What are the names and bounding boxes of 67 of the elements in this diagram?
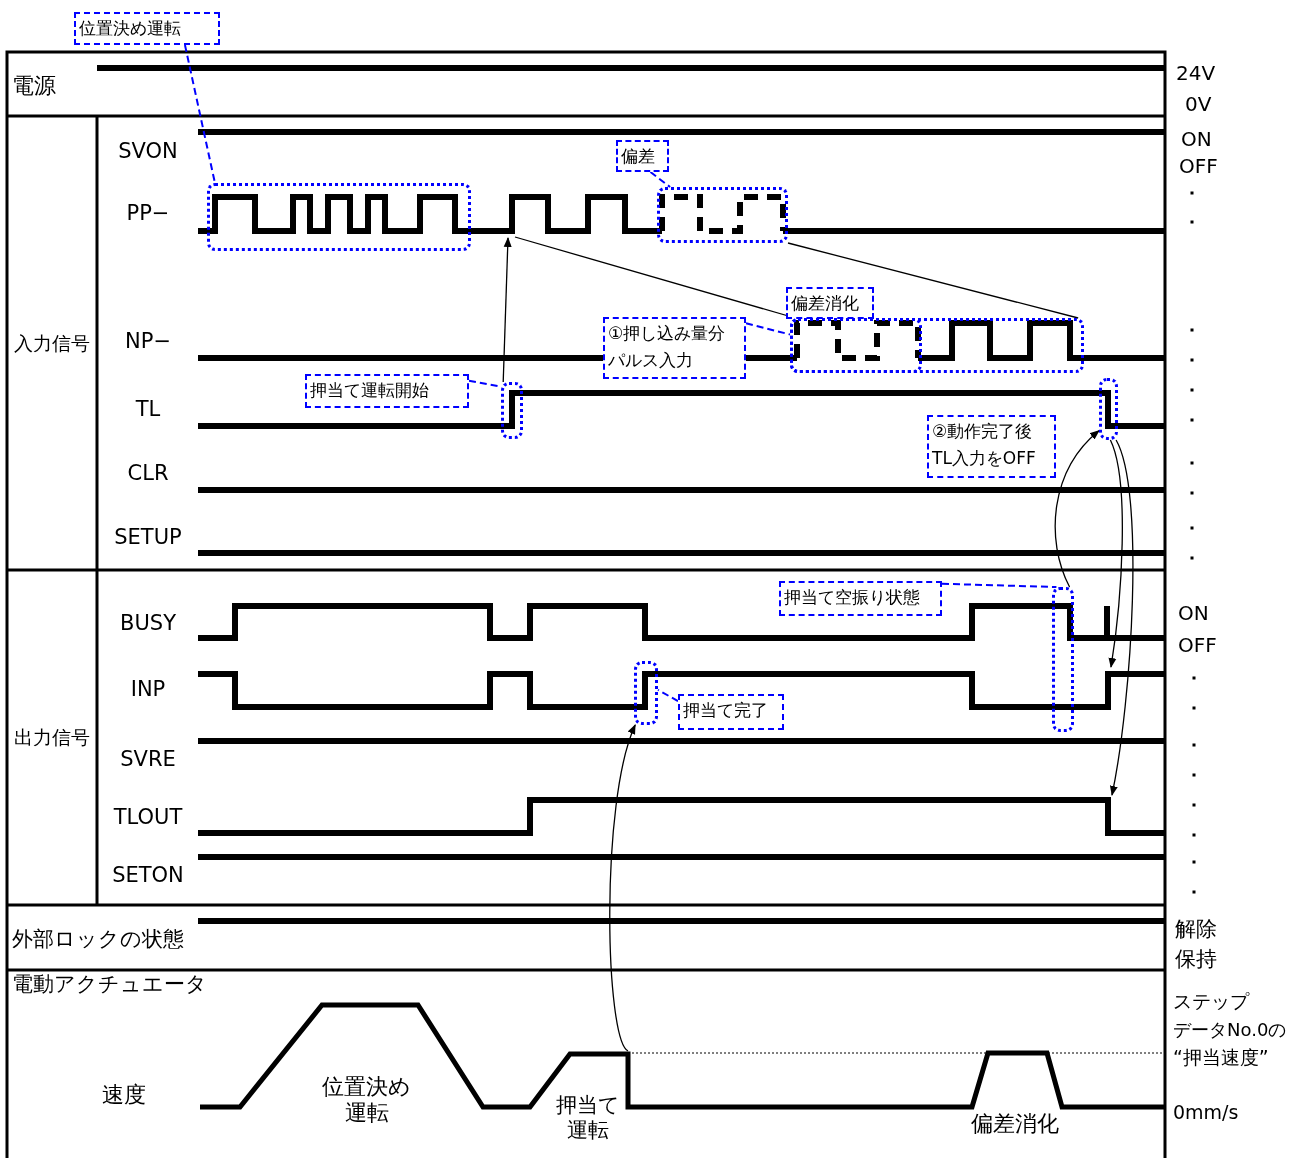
- phase-label: 偏差消化: [971, 1110, 1059, 1138]
- state-label: OFF: [1179, 154, 1218, 178]
- signal-name: NP−: [125, 329, 171, 355]
- arrow: [1109, 439, 1134, 796]
- signal-name: PP−: [126, 201, 170, 227]
- callout-text: 偏差消化: [791, 292, 860, 315]
- callout-text: ①押し込み量分パルス入力: [608, 322, 727, 373]
- group-label: 出力信号: [14, 725, 90, 749]
- leader-line: [745, 322, 791, 336]
- phase-label: 位置決め運転: [321, 1073, 413, 1127]
- leader-line: [657, 688, 679, 703]
- highlight-region: [657, 187, 788, 243]
- leader-line: [649, 171, 672, 188]
- arrow: [609, 724, 636, 1052]
- callout-text: ②動作完了後TL入力をOFF: [932, 420, 1037, 471]
- speed-note: ステップ: [1173, 989, 1249, 1013]
- highlight-region: [1052, 587, 1074, 732]
- callout-text: 押当て空振り状態: [784, 586, 921, 609]
- callout-box: [927, 415, 1056, 478]
- speed-note: データNo.0の: [1173, 1019, 1287, 1041]
- callout-box: [616, 140, 669, 172]
- callout-box: [678, 694, 784, 730]
- highlight-region: [1099, 378, 1118, 440]
- callout-text: 押当て完了: [683, 699, 769, 722]
- signal-name: SETUP: [114, 525, 182, 551]
- signal-name: SETON: [112, 863, 184, 889]
- group-label: 電源: [12, 72, 56, 100]
- highlight-region: [790, 318, 1084, 373]
- highlight-region: [634, 661, 658, 725]
- group-label: 外部ロックの状態: [12, 927, 184, 953]
- voltage-label: 24V: [1176, 61, 1216, 85]
- state-label: 解除: [1175, 917, 1217, 943]
- signal-name: TL: [135, 397, 161, 423]
- arrow: [1108, 439, 1123, 668]
- speed-note: “押当速度”: [1173, 1045, 1269, 1069]
- leader-line: [941, 582, 1058, 588]
- arrow: [1054, 430, 1100, 588]
- group-label: 電動アクチュエータ: [12, 972, 207, 998]
- callout-box: [305, 374, 469, 408]
- state-label: 保持: [1175, 947, 1217, 973]
- callout-text: 偏差: [621, 145, 656, 168]
- signal-name: SVON: [118, 139, 178, 165]
- highlight-region: [501, 382, 523, 439]
- callout-box: [74, 12, 220, 45]
- signal-name: BUSY: [120, 611, 176, 637]
- callout-box: [779, 581, 942, 616]
- phase-label: 押当て運転: [555, 1092, 621, 1144]
- leader-line: [183, 44, 216, 184]
- group-label: 入力信号: [14, 331, 90, 355]
- highlight-region: [207, 183, 471, 251]
- signal-name: INP: [130, 677, 166, 703]
- callout-text: 押当て運転開始: [310, 379, 430, 402]
- signal-name: SVRE: [120, 747, 176, 773]
- connector-line: [787, 242, 1079, 319]
- callout-box: [786, 287, 874, 319]
- highlight-region: [790, 318, 922, 373]
- speed-label: 0mm/s: [1173, 1100, 1239, 1124]
- signal-name: TLOUT: [113, 805, 183, 831]
- callout-box: [603, 317, 746, 379]
- state-label: OFF: [1178, 633, 1217, 657]
- arrow: [502, 237, 512, 383]
- axis-label: 速度: [102, 1081, 146, 1109]
- state-label: ON: [1181, 127, 1212, 151]
- callout-text: 位置決め運転: [79, 17, 182, 40]
- signal-name: CLR: [127, 461, 169, 487]
- state-label: ON: [1178, 601, 1209, 625]
- voltage-label: 0V: [1185, 92, 1212, 116]
